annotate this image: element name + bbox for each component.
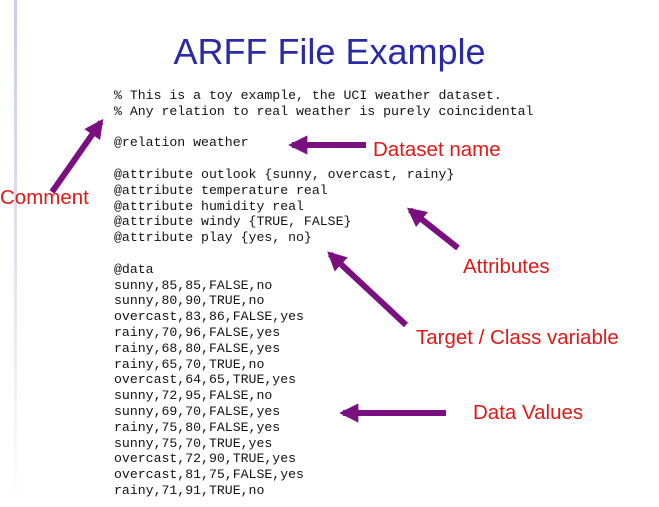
code-line: rainy,65,70,TRUE,no xyxy=(114,356,265,372)
code-line: % Any relation to real weather is purely… xyxy=(114,103,534,119)
target-label: Target / Class variable xyxy=(416,326,619,349)
code-line: rainy,68,80,FALSE,yes xyxy=(114,340,281,356)
dataset-name-label: Dataset name xyxy=(373,138,501,161)
target-arrow xyxy=(327,251,409,328)
attributes-arrow xyxy=(406,207,460,251)
code-line: @attribute temperature real xyxy=(114,182,328,198)
code-line: rainy,75,80,FALSE,yes xyxy=(114,419,281,435)
code-line: overcast,64,65,TRUE,yes xyxy=(114,372,297,388)
code-line: overcast,81,75,FALSE,yes xyxy=(114,467,304,483)
code-line: sunny,72,95,FALSE,no xyxy=(114,388,273,404)
code-line: sunny,85,85,FALSE,no xyxy=(114,277,273,293)
code-line: % This is a toy example, the UCI weather… xyxy=(114,88,502,103)
code-line: @data xyxy=(114,261,154,277)
code-line: @attribute play {yes, no} xyxy=(114,230,312,246)
arff-code-block: % This is a toy example, the UCI weather… xyxy=(114,88,533,499)
comment-label: Comment xyxy=(0,186,89,209)
slide-edge-line xyxy=(14,0,17,507)
code-line: rainy,70,96,FALSE,yes xyxy=(114,324,281,340)
code-line: sunny,75,70,TRUE,yes xyxy=(114,435,273,451)
code-line: @relation weather xyxy=(114,135,249,151)
code-line: overcast,72,90,TRUE,yes xyxy=(114,451,297,467)
comment-arrow xyxy=(49,118,104,194)
code-line: @attribute windy {TRUE, FALSE} xyxy=(114,214,352,230)
slide-title: ARFF File Example xyxy=(173,31,486,72)
code-line: @attribute outlook {sunny, overcast, rai… xyxy=(114,166,455,182)
code-line: overcast,83,86,FALSE,yes xyxy=(114,309,304,325)
code-line: rainy,71,91,TRUE,no xyxy=(114,482,265,498)
data-values-label: Data Values xyxy=(473,401,584,424)
code-line: sunny,69,70,FALSE,yes xyxy=(114,403,281,419)
code-line: sunny,80,90,TRUE,no xyxy=(114,293,265,309)
attributes-label: Attributes xyxy=(463,255,550,278)
code-line: @attribute humidity real xyxy=(114,198,304,214)
